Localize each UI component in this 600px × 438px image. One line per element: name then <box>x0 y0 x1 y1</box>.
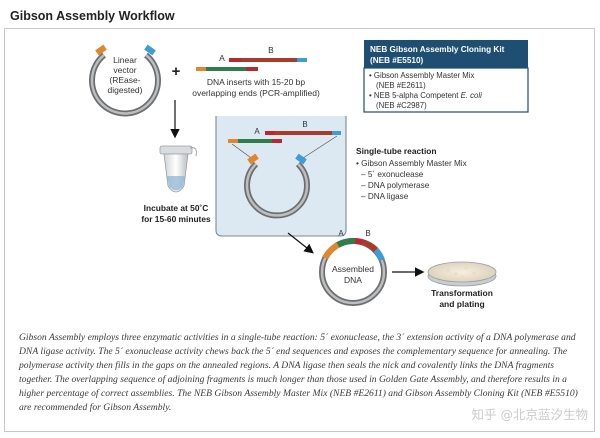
insert-b-blue-end <box>297 58 307 62</box>
tube-vector <box>244 153 310 219</box>
petri-dish-icon <box>427 261 497 287</box>
linear-vector-label-3: (REase- <box>109 75 140 85</box>
tube-fragment-b-label: B <box>302 120 307 129</box>
linear-vector <box>89 44 161 117</box>
kit-header-2: (NEB #E5510) <box>370 56 424 65</box>
assembled-a-label: A <box>338 229 344 238</box>
assembled-b-label: B <box>365 229 370 238</box>
figure-caption: Gibson Assembly employs three enzymatic … <box>19 332 578 414</box>
assembled-label-2: DNA <box>344 275 362 285</box>
linear-vector-label-2: vector <box>113 65 136 75</box>
kit-header-1: NEB Gibson Assembly Cloning Kit <box>370 45 505 54</box>
guide-line-right <box>299 135 338 161</box>
kit-box <box>363 40 529 113</box>
insert-a-body <box>206 67 258 71</box>
insert-b-label: B <box>268 45 274 55</box>
insert-b-body <box>241 58 297 62</box>
single-tube-line-3: – DNA polymerase <box>361 181 430 190</box>
tube-fragments <box>228 131 341 143</box>
dna-inserts: A B <box>196 45 307 71</box>
vector-end-blue <box>144 44 156 56</box>
kit-item2-line1: • NEB 5-alpha Competent E. coli <box>369 91 482 100</box>
transformation-line-1: Transformation <box>431 288 493 298</box>
inserts-caption-1: DNA inserts with 15-20 bp <box>207 77 306 87</box>
reaction-box <box>215 116 347 237</box>
insert-a-label: A <box>219 53 225 63</box>
arrow-to-assembled <box>287 232 314 254</box>
single-tube-line-4: – DNA ligase <box>361 192 409 201</box>
assembled-plasmid <box>319 237 387 306</box>
insert-b-red <box>229 58 241 62</box>
microcentrifuge-tube-icon <box>159 145 197 193</box>
single-tube-line-2: – 5´ exonuclease <box>361 170 424 179</box>
inserts-caption-2: overlapping ends (PCR-amplified) <box>192 88 320 98</box>
incubate-line-1: Incubate at 50˚C <box>144 203 209 213</box>
kit-item1-line1: • Gibson Assembly Master Mix <box>369 71 475 80</box>
incubate-line-2: for 15-60 minutes <box>141 214 211 224</box>
insert-a-red-end <box>246 67 258 71</box>
single-tube-line-1: • Gibson Assembly Master Mix <box>356 159 467 168</box>
watermark: 知乎 @北京蓝汐生物 <box>471 407 588 422</box>
insert-a-orange-end <box>196 67 206 71</box>
plus-sign: + <box>172 63 181 80</box>
tube-fragment-a-label: A <box>254 127 260 136</box>
assembled-label-1: Assembled <box>332 264 374 274</box>
kit-item1-line2: (NEB #E2611) <box>376 81 426 90</box>
page-title: Gibson Assembly Workflow <box>10 9 175 23</box>
single-tube-heading: Single-tube reaction <box>356 146 437 156</box>
linear-vector-label-1: Linear <box>113 55 137 65</box>
kit-item2-line2: (NEB #C2987) <box>376 101 427 110</box>
transformation-line-2: and plating <box>439 299 484 309</box>
vector-end-orange <box>95 44 107 56</box>
linear-vector-label-4: digested) <box>108 85 143 95</box>
